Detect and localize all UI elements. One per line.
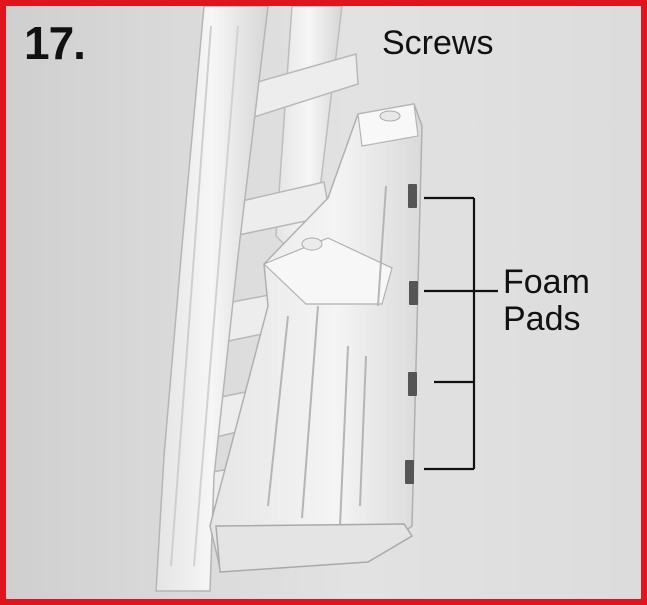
ladder-front-rail	[155, 6, 269, 592]
foam-label-line-2: Pads	[503, 299, 581, 338]
foam-pad-2	[409, 281, 418, 305]
screws-callout-label: Screws	[382, 24, 494, 62]
step-number: 17.	[24, 17, 86, 69]
bracket-base	[215, 523, 414, 573]
foam-pads	[405, 184, 418, 484]
foam-label-line-1: Foam	[503, 263, 590, 301]
screw-cap	[379, 110, 401, 122]
foam-pads-callout-label: Foam Pads	[503, 264, 590, 337]
foam-pad-3	[408, 372, 417, 396]
ladder-illustration	[155, 6, 498, 592]
foam-pads-callout-lines	[424, 196, 498, 471]
foam-pad-4	[405, 460, 414, 484]
foam-pad-1	[408, 184, 417, 208]
bracket-ribs	[267, 185, 387, 527]
